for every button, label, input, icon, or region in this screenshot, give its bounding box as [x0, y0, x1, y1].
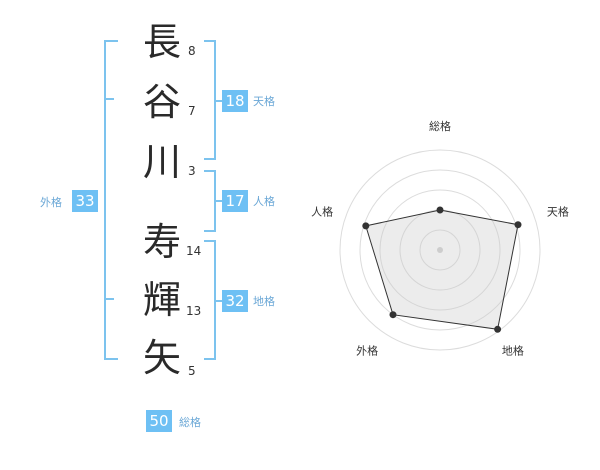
- jinkaku-label: 人格: [253, 195, 275, 208]
- radar-point-1: [436, 206, 444, 214]
- chikaku-bracket-stub: [214, 300, 222, 302]
- radar-axis-label-2: 天格: [547, 205, 569, 219]
- radar-axis-label-4: 外格: [356, 343, 378, 357]
- jinkaku-bracket-stub: [214, 200, 222, 202]
- soukaku-value-badge: 50: [146, 410, 172, 432]
- gaikaku-bracket-tick-bottom: [104, 298, 114, 300]
- chikaku-bracket-top: [204, 240, 216, 242]
- name-char-4: 寿: [142, 220, 181, 264]
- radar-point-2: [514, 221, 522, 229]
- name-char-2: 谷: [142, 80, 181, 124]
- name-char-5: 輝: [142, 278, 181, 322]
- radar-center-dot: [437, 247, 443, 253]
- jinkaku-bracket-top: [204, 170, 216, 172]
- radar-ring-5: [339, 149, 541, 351]
- gaikaku-bracket-bottom: [104, 358, 118, 360]
- stroke-count-4: 14: [186, 244, 202, 258]
- jinkaku-bracket-bottom: [204, 230, 216, 232]
- radar-axis-label-5: 人格: [311, 205, 333, 219]
- chikaku-value-badge: 32: [222, 290, 248, 312]
- jinkaku-value-badge: 17: [222, 190, 248, 212]
- radar-ring-1: [419, 229, 461, 271]
- name-char-6: 矢: [142, 336, 181, 380]
- tenkaku-bracket-top: [204, 40, 216, 42]
- gaikaku-bracket-tick-top: [104, 98, 114, 100]
- radar-point-5: [362, 222, 370, 230]
- tenkaku-value-badge: 18: [222, 90, 248, 112]
- stroke-count-2: 7: [188, 104, 196, 118]
- gaikaku-label: 外格: [40, 196, 62, 209]
- radar-ring-4: [359, 169, 521, 331]
- soukaku-label: 総格: [179, 416, 201, 429]
- radar-axis-label-3: 地格: [502, 343, 524, 357]
- name-char-1: 長: [142, 20, 181, 64]
- gaikaku-bracket-top: [104, 40, 118, 42]
- tenkaku-label: 天格: [253, 95, 275, 108]
- chikaku-bracket-bottom: [204, 358, 216, 360]
- radar-series-polygon: [365, 209, 519, 330]
- name-char-3: 川: [142, 140, 181, 184]
- gaikaku-bracket-line: [104, 40, 106, 360]
- radar-point-3: [494, 325, 502, 333]
- tenkaku-bracket-bottom: [204, 158, 216, 160]
- stroke-count-6: 5: [188, 364, 196, 378]
- stroke-count-1: 8: [188, 44, 196, 58]
- chikaku-label: 地格: [253, 295, 275, 308]
- radar-ring-3: [379, 189, 501, 311]
- radar-axis-label-1: 総格: [429, 119, 451, 133]
- stroke-count-3: 3: [188, 164, 196, 178]
- gaikaku-value-badge: 33: [72, 190, 98, 212]
- radar-point-4: [389, 311, 397, 319]
- tenkaku-bracket-stub: [214, 100, 222, 102]
- stroke-count-5: 13: [186, 304, 202, 318]
